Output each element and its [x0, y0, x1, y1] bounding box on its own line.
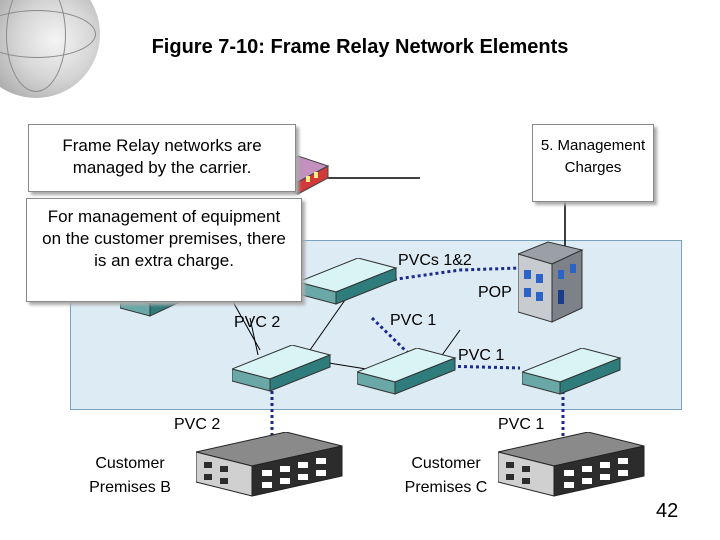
pvc2-bottom-label: PVC 2: [174, 416, 221, 433]
pvc1-right-label: PVC 1: [458, 347, 505, 364]
management-charges-callout: 5. Management Charges: [532, 124, 654, 202]
building-icon: [498, 432, 645, 497]
pvcs-1-2-label: PVCs 1&2: [398, 252, 472, 269]
page-title: Figure 7-10: Frame Relay Network Element…: [151, 36, 569, 58]
switch-icon: [357, 348, 457, 395]
pvc1-center-label: PVC 1: [390, 312, 437, 329]
customer-premises-b-label: Customer Premises B: [89, 455, 171, 496]
pop-label: POP: [478, 284, 512, 301]
pvc1-bottom-label: PVC 1: [498, 416, 545, 433]
globe-icon: [0, 0, 100, 98]
switch-icon: [232, 345, 332, 392]
switch-icon: [298, 258, 398, 305]
carrier-managed-callout: Frame Relay networks are managed by the …: [28, 124, 296, 192]
pvc2-center-label: PVC 2: [234, 314, 281, 331]
pop-building-icon: [518, 241, 584, 323]
page-number: 42: [656, 500, 679, 522]
extra-charge-callout: For management of equipment on the custo…: [26, 198, 302, 302]
switch-icon: [522, 348, 622, 395]
building-icon: [196, 432, 343, 497]
customer-premises-c-label: Customer Premises C: [404, 455, 488, 496]
